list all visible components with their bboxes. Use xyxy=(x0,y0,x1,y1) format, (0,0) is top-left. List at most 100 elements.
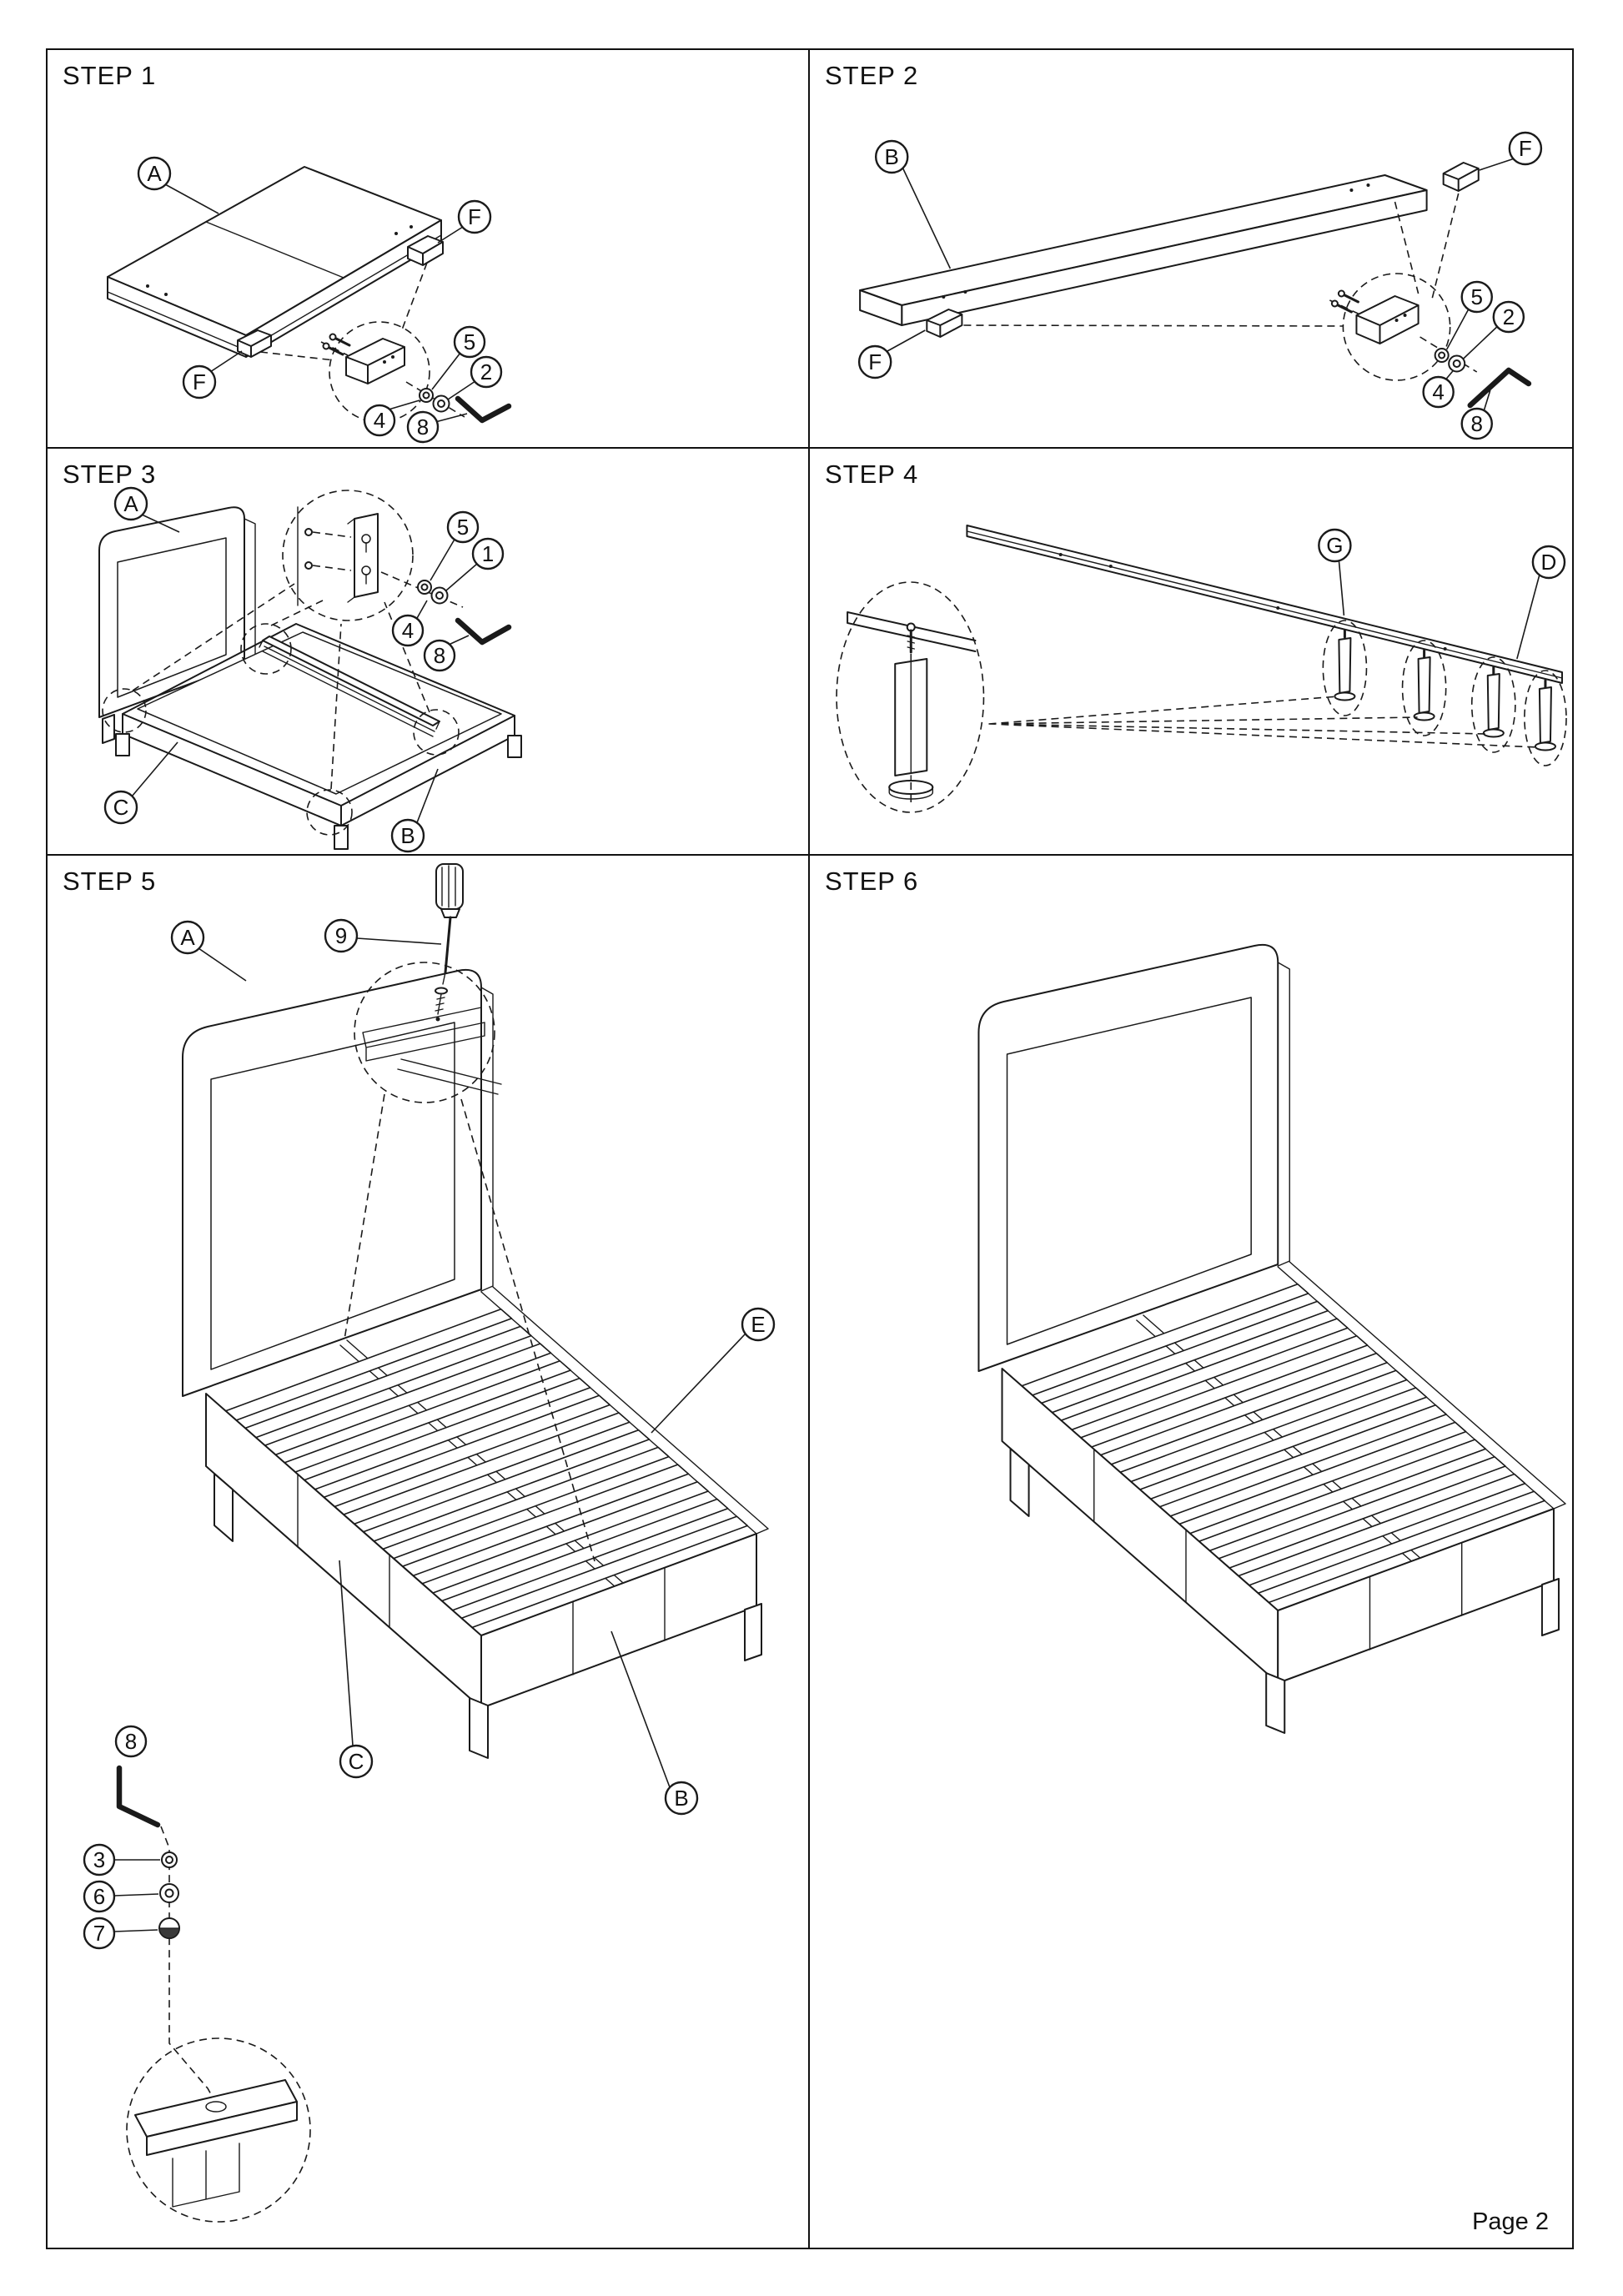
leader-line xyxy=(356,937,442,945)
label-circle xyxy=(1508,131,1543,166)
spring-washer xyxy=(417,580,432,595)
leader-line xyxy=(198,947,247,982)
label-text: 2 xyxy=(1503,304,1515,329)
headboard xyxy=(182,969,494,1397)
bolt-hole xyxy=(205,2101,227,2113)
leader-line xyxy=(448,635,470,646)
screw-hole xyxy=(394,232,398,235)
step-6-illustration xyxy=(977,944,1566,1734)
corner-bracket-bottom xyxy=(237,329,272,358)
screw-hole xyxy=(963,290,967,294)
callout-hw-1: 1 xyxy=(445,537,505,591)
callout-hw-8: 8 xyxy=(406,410,468,444)
callout-panel-a: A xyxy=(137,156,219,214)
flat-washer xyxy=(159,1883,179,1903)
rail-screw-holes xyxy=(942,183,1370,299)
callout-bracket-f-bottom: F xyxy=(182,350,243,399)
step-3-title: STEP 3 xyxy=(63,460,157,489)
corner-detail-circle xyxy=(102,688,147,733)
label-circle xyxy=(114,1725,148,1758)
support-leg-4 xyxy=(1524,670,1567,766)
step-6-title: STEP 6 xyxy=(825,867,919,896)
step-4-panel: STEP 4 xyxy=(810,449,1572,856)
label-text: 2 xyxy=(480,359,492,384)
callout-foot-rail-b: B xyxy=(390,768,439,853)
screwdriver-ferrule xyxy=(440,908,460,918)
callout-bracket-f-bottom: F xyxy=(857,329,926,379)
label-circle xyxy=(1318,528,1352,563)
label-circle xyxy=(170,920,205,955)
rail-hole xyxy=(1108,565,1113,568)
corner-bracket-bottom xyxy=(926,309,963,338)
support-leg-3 xyxy=(1470,656,1516,753)
leader-line xyxy=(113,1929,158,1932)
callout-hw-5: 5 xyxy=(1445,280,1493,350)
label-text: 8 xyxy=(1471,411,1483,436)
leader-line xyxy=(131,741,178,797)
callout-hw-8: 8 xyxy=(423,635,470,672)
screw-head xyxy=(304,561,313,570)
step-5-title: STEP 5 xyxy=(63,867,157,896)
step-5-panel: STEP 5 xyxy=(48,856,810,2248)
flat-washer xyxy=(1448,354,1466,373)
label-text: 8 xyxy=(125,1729,137,1754)
callout-side-rail-c: C xyxy=(339,1560,374,1779)
screw-guide-lines xyxy=(312,531,352,571)
label-text: F xyxy=(1519,136,1532,161)
callout-leg-g: G xyxy=(1318,528,1352,616)
screwdriver-handle xyxy=(435,863,464,910)
washer-inner xyxy=(437,399,445,408)
label-circle xyxy=(446,510,480,544)
step-4-title: STEP 4 xyxy=(825,460,919,489)
callout-hw-6: 6 xyxy=(83,1880,159,1913)
headboard-depth-edges xyxy=(1277,962,1290,1267)
screw-head xyxy=(1330,299,1339,308)
mounting-screws xyxy=(326,336,351,356)
headboard xyxy=(977,944,1290,1372)
washer-inner xyxy=(420,583,429,591)
handle-grip-lines xyxy=(441,865,456,908)
detail-leader-lines xyxy=(963,193,1460,327)
callout-hw-2: 2 xyxy=(447,355,503,400)
label-circle xyxy=(874,139,909,174)
label-circle xyxy=(406,410,440,444)
leader-line xyxy=(885,329,926,353)
frame-legs xyxy=(1009,1448,1560,1734)
corner-leader-lines xyxy=(132,583,430,790)
label-circle xyxy=(857,344,892,379)
side-rail-board xyxy=(859,174,1428,326)
callout-hw-2: 2 xyxy=(1463,300,1525,359)
frame-legs xyxy=(214,1473,762,1759)
step-1-panel: STEP 1 xyxy=(48,50,810,449)
label-circle xyxy=(1460,407,1493,440)
leg-foot xyxy=(1534,741,1556,751)
side-rail-seams xyxy=(1093,1449,1187,1603)
label-text: 3 xyxy=(93,1847,105,1872)
callout-hw-8: 8 xyxy=(1460,389,1493,440)
leg-highlight-ellipse xyxy=(1322,620,1368,716)
bracket-hole xyxy=(1403,314,1407,317)
detail-view-circle xyxy=(282,490,414,621)
bed-frame-with-slats xyxy=(205,1286,769,1759)
washer-inner xyxy=(1438,351,1446,359)
leg-highlight-ellipse xyxy=(1401,640,1447,736)
bracket-box xyxy=(1355,295,1419,344)
bed-frame xyxy=(115,623,522,850)
label-circle xyxy=(113,486,148,521)
detail-leader-lines xyxy=(344,1093,595,1562)
detail-bracket-assembly xyxy=(1329,289,1419,344)
frame-inner-lip xyxy=(137,631,502,795)
rail-hole xyxy=(1058,553,1063,556)
step-3-panel: STEP 3 xyxy=(48,449,810,856)
callout-hw-4: 4 xyxy=(1422,369,1455,409)
screw-hole xyxy=(942,295,946,299)
screw-head xyxy=(304,528,313,536)
rail-hole xyxy=(1276,606,1280,610)
leg-post xyxy=(1486,673,1500,731)
detail-view-circle xyxy=(1342,273,1451,381)
headboard-inner-panel xyxy=(117,537,227,698)
step-6-panel: STEP 6 xyxy=(810,856,1572,2248)
leader-line xyxy=(1516,574,1540,660)
label-circle xyxy=(1422,375,1455,409)
callout-headboard-a: A xyxy=(170,920,247,982)
